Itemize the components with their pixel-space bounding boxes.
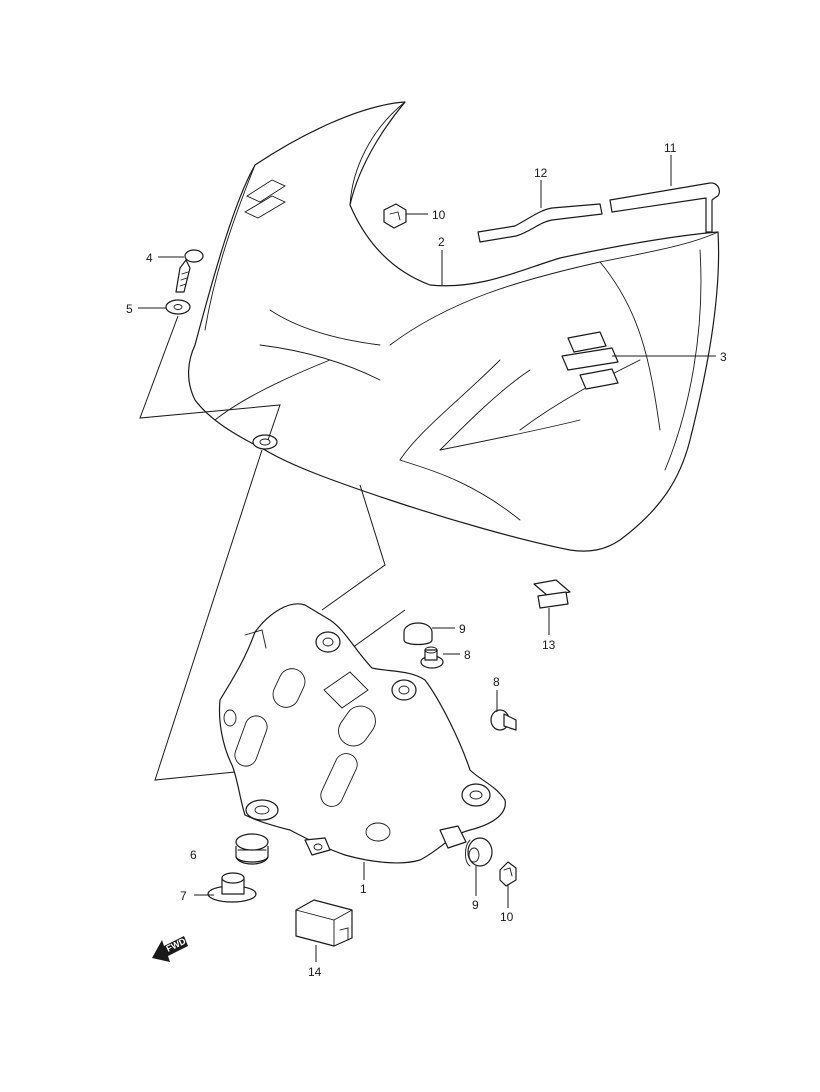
callout-8-upper: 8: [464, 648, 471, 662]
callout-12: 12: [534, 166, 548, 180]
trim-strip-part-11[interactable]: [609, 182, 720, 233]
fairing-part-2[interactable]: [188, 101, 720, 552]
trim-strip-part-12[interactable]: [477, 203, 603, 243]
callout-4: 4: [146, 251, 153, 265]
callout-10-lower: 10: [500, 910, 514, 924]
forward-arrow-icon: FWD: [152, 936, 188, 962]
inner-bracket-part-1[interactable]: [218, 603, 506, 864]
clip-part-13[interactable]: [533, 579, 571, 609]
callout-8-right: 8: [493, 675, 500, 689]
grommet-part-6[interactable]: [235, 833, 269, 865]
screw-part-4[interactable]: [175, 249, 204, 293]
callout-5: 5: [126, 302, 133, 316]
clip-nut-part-10-upper[interactable]: [383, 203, 407, 229]
callout-2: 2: [438, 235, 445, 249]
callout-13: 13: [542, 638, 556, 652]
grommet-part-9-upper[interactable]: [403, 622, 433, 646]
callout-10-upper: 10: [432, 208, 446, 222]
collar-part-8-upper[interactable]: [420, 646, 444, 669]
clip-nut-part-10-lower[interactable]: [499, 861, 517, 887]
callout-14: 14: [308, 965, 322, 979]
callout-labels: 4 5 2 3 12 11 10 9 8 8 13 9 10 1 6 7 14: [126, 141, 727, 979]
callout-9-upper: 9: [459, 622, 466, 636]
callout-leaders: [138, 155, 716, 962]
collar-part-8-right[interactable]: [490, 709, 517, 731]
callout-7: 7: [180, 889, 187, 903]
callout-9-lower: 9: [472, 898, 479, 912]
emblem-decal-part-3[interactable]: [561, 331, 619, 390]
collar-part-7[interactable]: [207, 872, 257, 903]
callout-6: 6: [190, 848, 197, 862]
clip-part-14[interactable]: [295, 899, 353, 947]
callout-11: 11: [664, 141, 677, 155]
callout-1: 1: [360, 882, 367, 896]
washer-part-5[interactable]: [165, 299, 191, 315]
grommet-part-9-lower[interactable]: [465, 837, 493, 867]
callout-3: 3: [720, 350, 727, 364]
